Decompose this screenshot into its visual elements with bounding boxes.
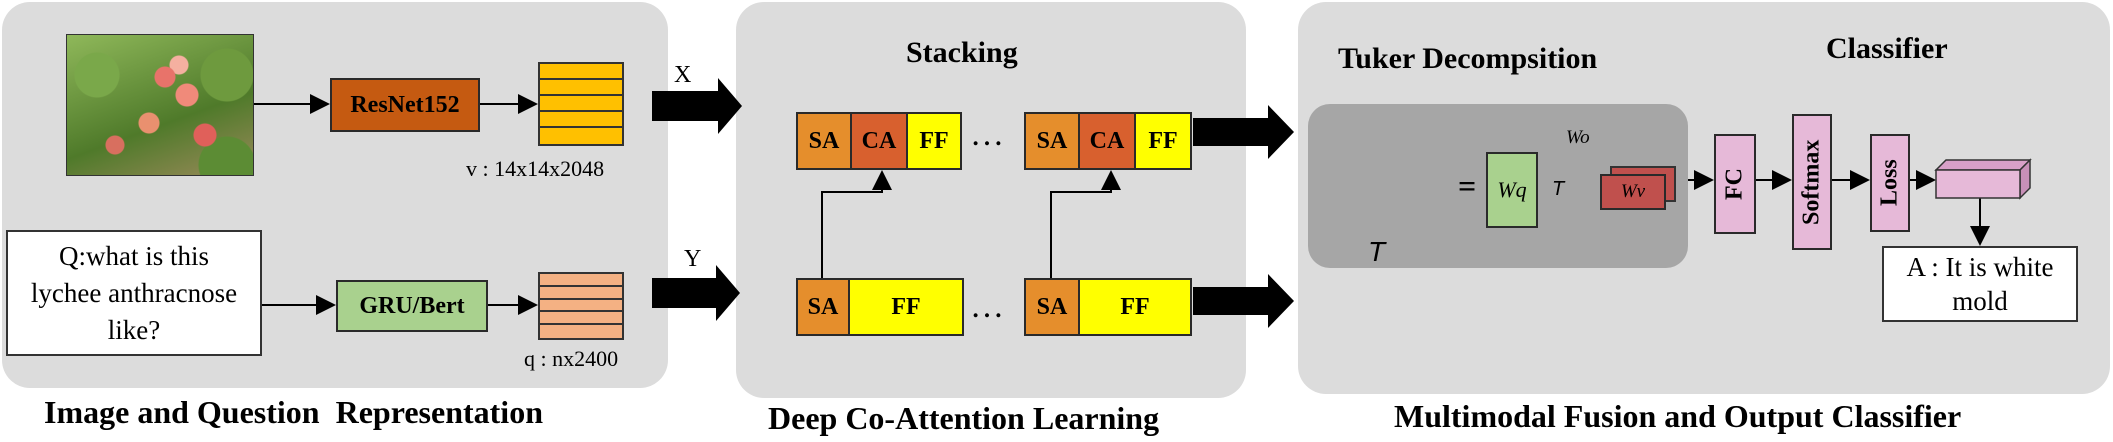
stacking-heading: Stacking xyxy=(906,36,1018,69)
classifier-heading: Classifier xyxy=(1826,32,1948,65)
connector-sa-to-ca-2 xyxy=(1050,170,1121,278)
arrow-x xyxy=(652,78,742,134)
ca-top-1: CA xyxy=(850,112,908,170)
dots-top: … xyxy=(970,116,1004,153)
v-dimension-label: v : 14x14x2048 xyxy=(466,156,605,181)
x-label: X xyxy=(674,62,692,88)
ff-top-2: FF xyxy=(1134,112,1192,170)
caption-fusion: Multimodal Fusion and Output Classifier xyxy=(1394,398,1962,434)
arrow-stack-top-out xyxy=(1193,105,1294,159)
question-box: Q:what is this lychee anthracnose like? xyxy=(6,230,262,356)
wv-box: Wv xyxy=(1600,174,1666,210)
equals-sign: = xyxy=(1458,168,1477,204)
sa-top-2: SA xyxy=(1024,112,1080,170)
output-vector-shape xyxy=(1934,158,2032,200)
ff-bottom-2: FF xyxy=(1078,278,1192,336)
wq-box: Wq xyxy=(1486,152,1538,228)
wo-label: Wo xyxy=(1566,127,1590,148)
dots-bottom: … xyxy=(970,288,1004,325)
caption-representation: Image and Question Representation xyxy=(44,394,543,430)
y-label: Y xyxy=(684,246,702,272)
question-text: Q:what is this lychee anthracnose like? xyxy=(30,240,238,345)
core-T-label: T xyxy=(1552,178,1565,200)
sa-bottom-1: SA xyxy=(796,278,850,336)
resnet152-box: ResNet152 xyxy=(330,78,480,132)
ff-bottom-1: FF xyxy=(848,278,964,336)
lychee-image xyxy=(66,34,254,176)
image-feature-stack xyxy=(538,62,624,146)
caption-co-attention: Deep Co-Attention Learning xyxy=(768,400,1160,436)
gru-bert-box: GRU/Bert xyxy=(336,280,488,332)
arrow-y xyxy=(652,265,740,321)
connector-sa-to-ca-1 xyxy=(821,170,892,278)
sa-bottom-2: SA xyxy=(1024,278,1080,336)
tucker-heading: Tuker Decompsition xyxy=(1338,42,1598,75)
answer-text: A : It is white mold xyxy=(1906,252,2054,316)
arrow-stack-bottom-out xyxy=(1193,274,1294,328)
q-dimension-label: q : nx2400 xyxy=(524,346,619,371)
ca-top-2: CA xyxy=(1078,112,1136,170)
fc-box: FC xyxy=(1714,134,1756,234)
sa-top-1: SA xyxy=(796,112,852,170)
answer-box: A : It is white mold xyxy=(1882,246,2078,322)
softmax-box: Softmax xyxy=(1792,114,1832,250)
tensor-T-label: T xyxy=(1368,236,1386,267)
question-feature-stack xyxy=(538,272,624,340)
loss-box: Loss xyxy=(1870,134,1910,232)
ff-top-1: FF xyxy=(906,112,962,170)
